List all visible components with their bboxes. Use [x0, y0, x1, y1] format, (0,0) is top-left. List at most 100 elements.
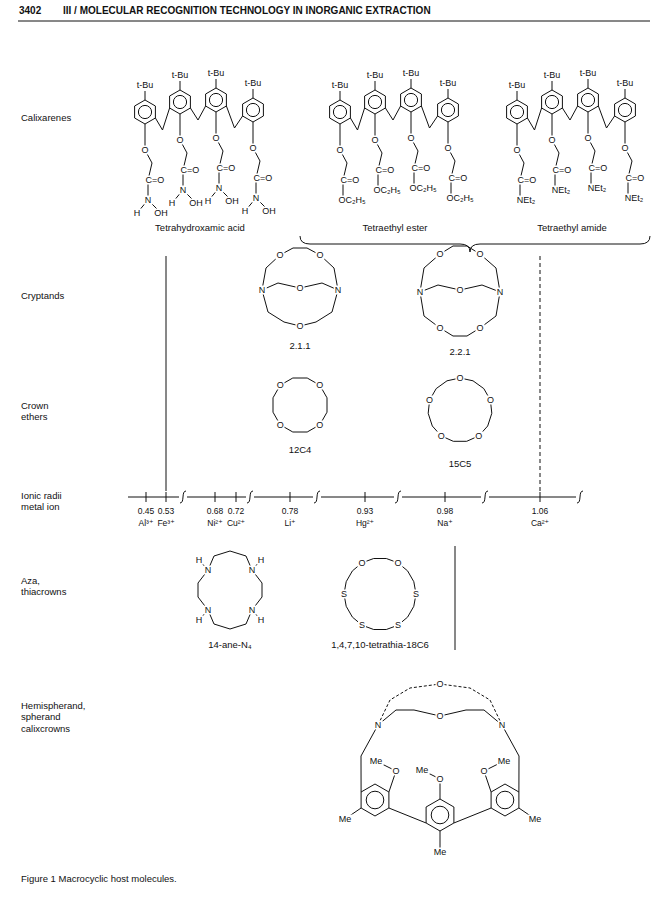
substituent-label: t-Bu: [543, 71, 562, 80]
bond-line: [411, 79, 412, 88]
structure-name: Tetraethyl ester: [362, 223, 429, 233]
atom-label: O: [315, 251, 324, 260]
atom-label: N: [374, 721, 383, 730]
figure-caption: Figure 1 Macrocyclic host molecules.: [20, 874, 178, 884]
benzene-ring: [361, 784, 389, 816]
ion-label: Ca²⁺: [530, 519, 550, 528]
atom-label: O: [140, 146, 149, 155]
atom-label: N: [144, 196, 153, 205]
atom-label: C=O: [552, 166, 573, 175]
atom-label: O: [443, 144, 452, 153]
atom-label: OH: [224, 197, 240, 206]
aromatic-circle: [333, 105, 346, 118]
atom-label: O: [211, 134, 220, 143]
bond-line: [552, 81, 553, 90]
atom-label: C=O: [253, 174, 274, 183]
atom-label: H: [195, 616, 204, 625]
range-line-dashed: [540, 256, 541, 491]
methylene-bridge: [155, 108, 169, 130]
bond-line: [198, 551, 262, 629]
substituent-label: t-Bu: [439, 79, 458, 88]
atom-label: S: [412, 590, 420, 599]
substituent-label: Me: [497, 757, 512, 766]
atom-label: OC₂H₅: [408, 184, 437, 193]
tick-value: 0.98: [436, 507, 455, 516]
tick-value: 0.93: [356, 507, 375, 516]
row-label: Aza, thiacrowns: [20, 575, 78, 598]
bond-line: [145, 91, 146, 100]
atom-label: O: [276, 420, 285, 429]
atom-label: O: [315, 381, 324, 390]
axis-line: [402, 497, 481, 498]
macrocycle-ring: [428, 378, 492, 441]
atom-label: O: [486, 396, 495, 405]
atom-label: C=O: [517, 176, 538, 185]
methylene-bridge: [190, 106, 205, 120]
structure-name: Tetrahydroxamic acid: [154, 223, 246, 233]
atom-label: S: [340, 590, 348, 599]
atom-label: C=O: [588, 164, 609, 173]
substituent-label: t-Bu: [579, 69, 598, 78]
bond-line: [625, 89, 626, 98]
bond-line: [180, 81, 181, 90]
benzene-ring: [426, 799, 454, 831]
axis-tick: [236, 492, 237, 502]
aromatic-circle: [368, 95, 381, 108]
running-header: III / MOLECULAR RECOGNITION TECHNOLOGY I…: [62, 6, 432, 16]
substituent-label: Me: [433, 848, 448, 857]
atom-label: O: [435, 324, 444, 333]
atom-label: O: [547, 136, 556, 145]
atom-label: OH: [261, 207, 277, 216]
substituent-label: Me: [528, 815, 543, 824]
header-rule: [18, 21, 650, 22]
benzene-ring: [438, 98, 459, 122]
structure-name: 2.1.1: [288, 341, 311, 351]
atom-label: N: [496, 288, 505, 297]
atom-label: OC₂H₅: [337, 196, 366, 205]
atom-label: O: [435, 680, 444, 689]
aromatic-circle: [581, 93, 594, 106]
row-label: Crown ethers: [20, 400, 70, 423]
structure-name: 2.2.1: [448, 347, 471, 357]
ion-label: Cu²⁺: [226, 519, 246, 528]
methylene-bridge: [385, 106, 400, 120]
range-line: [455, 546, 456, 650]
substituent-label: t-Bu: [207, 69, 226, 78]
ion-label: Al³⁺: [138, 519, 155, 528]
atom-label: S: [358, 621, 366, 630]
benzene-ring: [365, 90, 386, 114]
methylene-bridge: [421, 106, 437, 128]
substituent-label: t-Bu: [171, 71, 190, 80]
methylene-bridge: [562, 106, 577, 120]
benzene-ring: [542, 90, 563, 114]
axis-tick: [215, 492, 216, 502]
atom-label: O: [583, 134, 592, 143]
ion-label: Fe³⁺: [156, 519, 175, 528]
structure-name: 1,4,7,10-tetrathia-18C6: [330, 640, 430, 650]
tick-value: 0.45: [137, 507, 156, 516]
axis-tick: [445, 492, 446, 502]
aromatic-circle: [173, 95, 186, 108]
atom-label: N: [248, 566, 257, 575]
aromatic-circle: [246, 103, 259, 116]
row-label: Ionic radii metal ion: [20, 490, 78, 513]
atom-label: O: [391, 767, 400, 776]
substituent-label: t-Bu: [402, 69, 421, 78]
atom-label: C=O: [411, 164, 432, 173]
atom-label: O: [620, 144, 629, 153]
atom-label: H: [257, 556, 266, 565]
atom-label: O: [175, 136, 184, 145]
benzene-ring: [243, 98, 264, 122]
bond-line: [389, 808, 426, 823]
axis-break: [482, 491, 488, 503]
atom-label: O: [393, 558, 402, 567]
atom-label: OC₂H₅: [372, 186, 401, 195]
structure-name: Tetraethyl amide: [536, 223, 608, 233]
axis-tick: [146, 492, 147, 502]
substituent-label: Me: [338, 815, 353, 824]
substituent-label: t-Bu: [508, 81, 527, 90]
benzene-ring: [135, 100, 156, 124]
tick-value: 0.53: [157, 507, 176, 516]
